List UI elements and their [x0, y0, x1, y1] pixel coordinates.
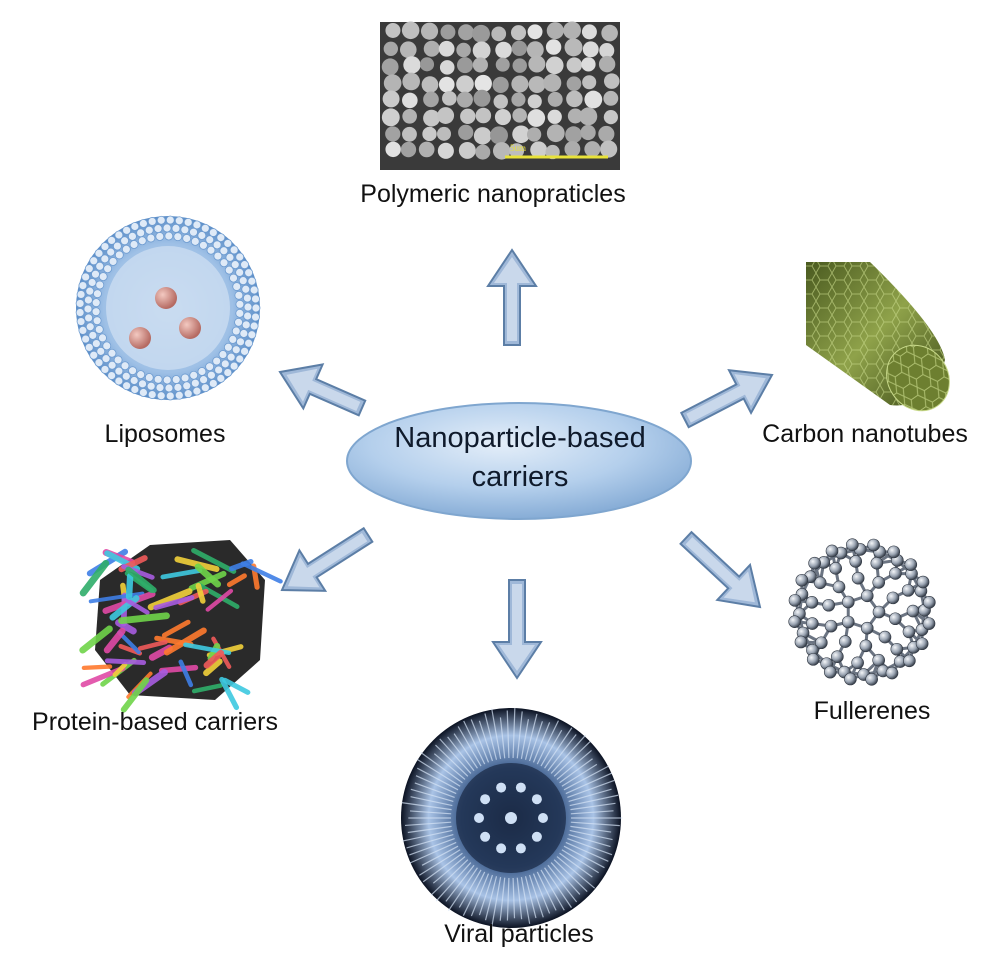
arrow-upright	[679, 369, 774, 429]
fullerenes-label: Fullerenes	[813, 697, 931, 725]
liposomes-label: Liposomes	[104, 420, 226, 448]
arrow-down	[491, 579, 543, 680]
center-label-line1: Nanoparticle-based	[394, 421, 646, 454]
arrow-downright	[679, 530, 762, 609]
carbon-nanotubes-label: Carbon nanotubes	[762, 420, 968, 448]
scale-bar-text: 5um	[510, 143, 526, 153]
center-label-line2: carriers	[471, 461, 569, 493]
arrow-upleft	[278, 363, 367, 417]
arrow-up	[486, 248, 538, 346]
arrow-downleft	[280, 526, 374, 592]
protein-carrier-image	[79, 540, 283, 713]
polymeric-nanoparticles-image: 5um	[380, 21, 620, 170]
fullerene-image	[788, 538, 936, 686]
polymeric-label: Polymeric nanopraticles	[360, 180, 626, 208]
carbon-nanotube-image	[806, 262, 950, 412]
liposome-image	[75, 215, 261, 401]
arrows-group	[278, 248, 774, 680]
viral-particle-image	[401, 708, 623, 928]
center-label: Nanoparticle-based carriers	[355, 419, 685, 497]
center-ellipse	[346, 402, 692, 520]
protein-carriers-label: Protein-based carriers	[32, 708, 278, 736]
viral-particles-label: Viral particles	[444, 920, 594, 948]
